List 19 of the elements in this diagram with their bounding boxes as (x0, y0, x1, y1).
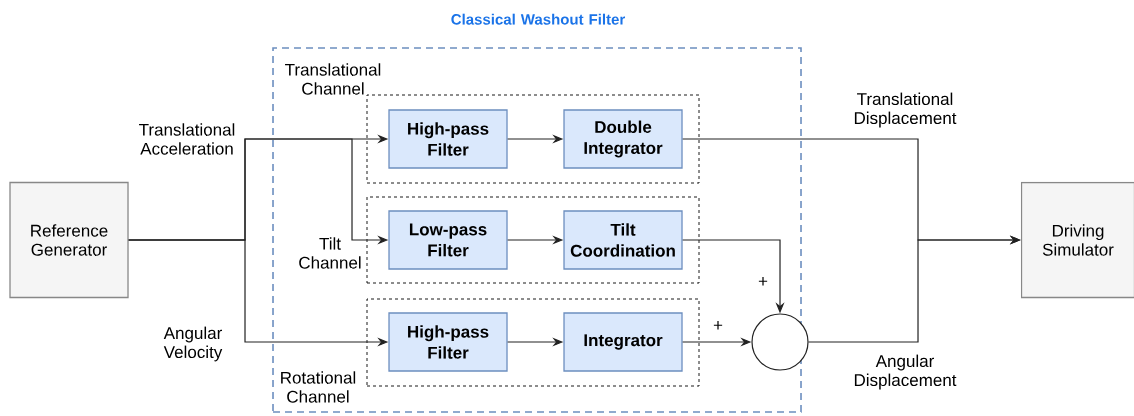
edge-label: + (707, 320, 729, 332)
edge-label: Translational Acceleration (135, 122, 239, 156)
filter-block: Double Integrator (563, 109, 683, 169)
terminal-box: Driving Simulator (1020, 181, 1134, 299)
edge-label: + (752, 276, 774, 288)
filter-block: High-pass Filter (388, 109, 508, 169)
title: Classical Washout Filter (451, 13, 625, 25)
channel-label: Tilt Channel (299, 237, 361, 269)
channel-label: Translational Channel (285, 63, 381, 95)
filter-block: High-pass Filter (388, 312, 508, 372)
filter-block: Integrator (563, 312, 683, 372)
terminal-box: Reference Generator (9, 181, 129, 299)
edge-label: Translational Displacement (850, 91, 960, 129)
summing-junction (751, 313, 809, 371)
edge-label: Angular Displacement (850, 353, 960, 391)
channel-label: Rotational Channel (281, 371, 356, 403)
filter-block: Low-pass Filter (388, 210, 508, 270)
edge-label: Angular Velocity (157, 325, 229, 363)
filter-block: Tilt Coordination (563, 210, 683, 270)
